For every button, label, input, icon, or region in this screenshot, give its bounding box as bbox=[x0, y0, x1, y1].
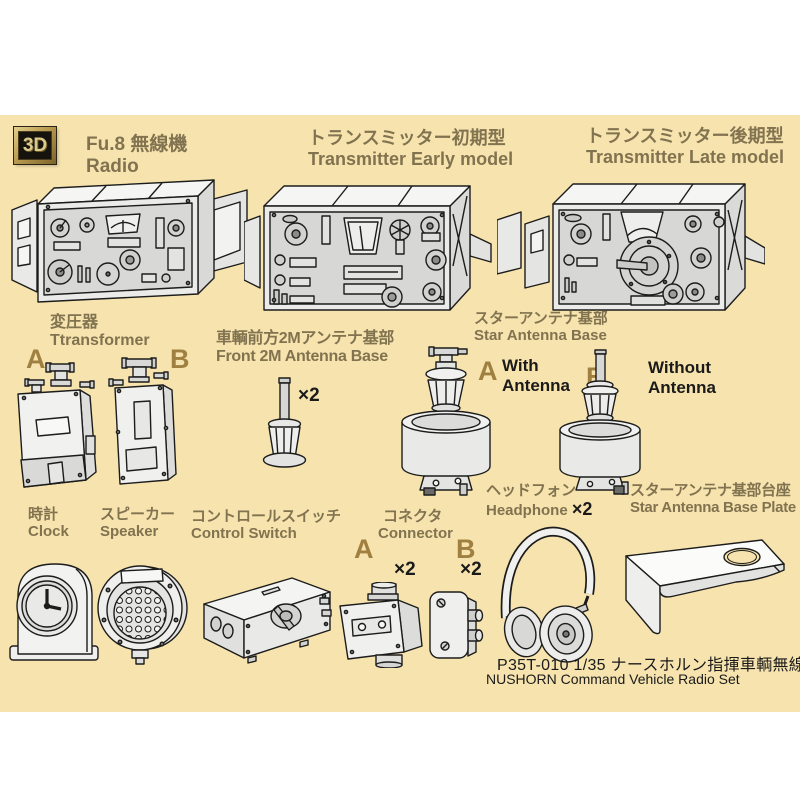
label-star-antenna-base-jp: スターアンテナ基部 bbox=[474, 310, 608, 327]
star-antenna-base-b-illustration bbox=[559, 349, 641, 495]
label-transformer-jp: 変圧器 bbox=[50, 314, 99, 331]
connector-variant-b-quantity: ×2 bbox=[460, 559, 482, 580]
front-antenna-base-quantity: ×2 bbox=[298, 385, 320, 406]
label-transformer-en: Ttransformer bbox=[50, 332, 150, 350]
transmitter-late-illustration bbox=[497, 183, 765, 311]
label-clock-en: Clock bbox=[28, 523, 69, 541]
note-with-line2: Antenna bbox=[502, 375, 570, 395]
transformer-a-illustration bbox=[17, 362, 97, 488]
label-transmitter-early-en: Transmitter Early model bbox=[308, 148, 514, 169]
label-radio: Fu.8 無線機 Radio bbox=[86, 134, 187, 177]
label-front-antenna-base: 車輌前方2Mアンテナ基部 Front 2M Antenna Base bbox=[216, 330, 394, 366]
label-base-plate-en: Star Antenna Base Plate bbox=[630, 499, 796, 517]
label-base-plate: スターアンテナ基部台座 Star Antenna Base Plate bbox=[630, 482, 796, 516]
label-transmitter-late-en: Transmitter Late model bbox=[586, 146, 785, 167]
label-control-switch-jp: コントロールスイッチ bbox=[191, 508, 342, 525]
label-headphone-en-row: Headphone ×2 bbox=[486, 499, 592, 520]
transmitter-early-illustration bbox=[244, 185, 492, 311]
label-front-antenna-base-en: Front 2M Antenna Base bbox=[216, 348, 388, 366]
brand-3d-badge: 3D bbox=[14, 127, 56, 164]
star-antenna-base-a-illustration bbox=[401, 346, 491, 496]
connector-a-illustration bbox=[339, 582, 423, 668]
label-headphone-en: Headphone bbox=[486, 502, 568, 520]
label-clock: 時計 Clock bbox=[28, 506, 69, 540]
label-headphone: ヘッドフォン Headphone ×2 bbox=[486, 482, 592, 520]
control-switch-illustration bbox=[203, 577, 332, 664]
star-antenna-base-plate-illustration bbox=[625, 539, 785, 635]
label-base-plate-jp: スターアンテナ基部台座 bbox=[630, 482, 791, 499]
star-antenna-base-variant-a-note: With Antenna bbox=[502, 356, 570, 395]
label-radio-en: Radio bbox=[86, 155, 139, 177]
headphone-quantity: ×2 bbox=[571, 499, 593, 520]
label-front-antenna-base-jp: 車輌前方2Mアンテナ基部 bbox=[216, 330, 394, 347]
note-without-line2: Antenna bbox=[648, 377, 716, 397]
label-transmitter-late: トランスミッター後期型 Transmitter Late model bbox=[586, 126, 784, 167]
product-code-line: P35T-010 1/35 ナースホルン指揮車輌無線機セット bbox=[497, 657, 800, 674]
star-antenna-base-variant-a-letter: A bbox=[478, 356, 498, 386]
note-without-line1: Without bbox=[648, 358, 712, 377]
note-with-line1: With bbox=[502, 356, 539, 375]
connector-variant-a-quantity: ×2 bbox=[394, 559, 416, 580]
label-connector-en: Connector bbox=[378, 525, 453, 543]
front-antenna-base-illustration bbox=[262, 377, 307, 468]
connector-b-illustration bbox=[429, 591, 484, 659]
product-name-line: NUSHORN Command Vehicle Radio Set bbox=[486, 671, 740, 687]
label-transmitter-late-jp: トランスミッター後期型 bbox=[586, 126, 784, 146]
label-connector: コネクタ Connector bbox=[378, 508, 453, 542]
label-control-switch-en: Control Switch bbox=[191, 525, 297, 543]
radio-illustration bbox=[11, 179, 248, 303]
label-speaker-jp: スピーカー bbox=[100, 506, 176, 523]
label-headphone-jp: ヘッドフォン bbox=[486, 482, 577, 499]
label-radio-jp: Fu.8 無線機 bbox=[86, 134, 188, 155]
star-antenna-base-variant-b-note: Without Antenna bbox=[648, 358, 716, 397]
headphone-illustration bbox=[500, 526, 596, 663]
label-speaker-en: Speaker bbox=[100, 523, 159, 541]
label-transformer: 変圧器 Ttransformer bbox=[50, 314, 150, 350]
label-star-antenna-base-en: Star Antenna Base bbox=[474, 327, 607, 345]
clock-illustration bbox=[9, 563, 99, 661]
label-speaker: スピーカー Speaker bbox=[100, 506, 175, 540]
connector-variant-b-letter: B bbox=[456, 534, 476, 564]
label-clock-jp: 時計 bbox=[28, 506, 59, 523]
brand-3d-badge-label: 3D bbox=[18, 131, 52, 160]
label-transmitter-early: トランスミッター初期型 Transmitter Early model bbox=[308, 128, 513, 169]
label-star-antenna-base: スターアンテナ基部 Star Antenna Base bbox=[474, 310, 608, 344]
label-transmitter-early-jp: トランスミッター初期型 bbox=[308, 128, 506, 148]
speaker-illustration bbox=[97, 565, 188, 665]
transformer-variant-b-letter: B bbox=[170, 344, 190, 374]
connector-variant-a-letter: A bbox=[354, 534, 374, 564]
transformer-variant-a-letter: A bbox=[26, 344, 46, 374]
transformer-b-illustration bbox=[108, 357, 177, 485]
label-control-switch: コントロールスイッチ Control Switch bbox=[191, 508, 341, 542]
label-connector-jp: コネクタ bbox=[383, 508, 443, 525]
